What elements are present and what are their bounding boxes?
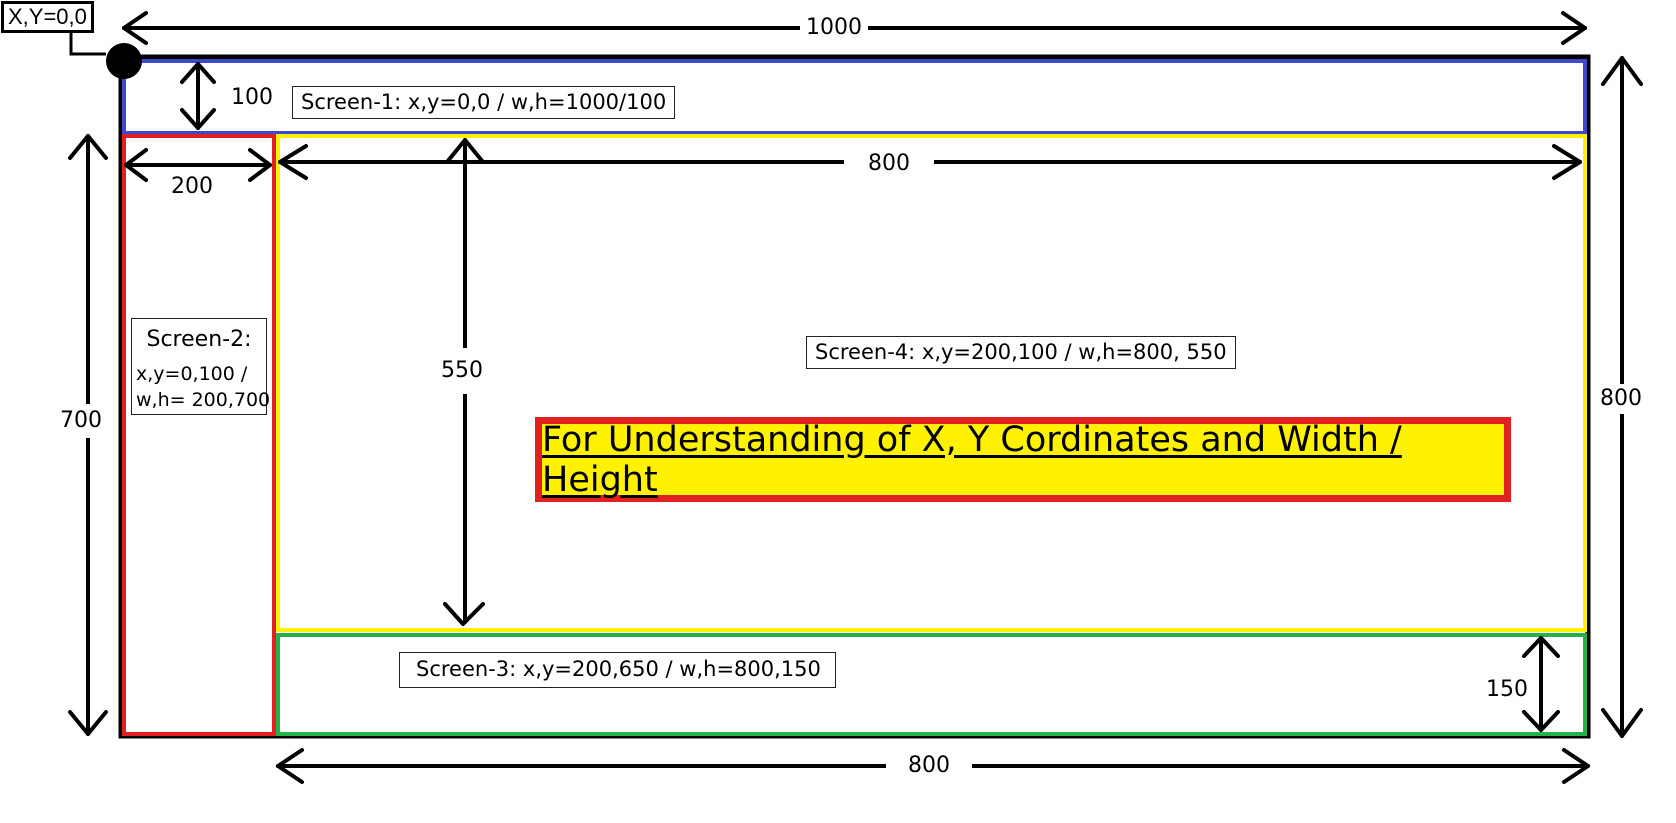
origin-leader-line	[69, 33, 106, 56]
diagram-title-banner: For Understanding of X, Y Cordinates and…	[535, 417, 1511, 502]
screen-3-height-label: 150	[1482, 679, 1532, 701]
screen-2-height-label: 700	[58, 404, 104, 438]
screen-3-height-arrow	[1522, 636, 1560, 732]
screen-2-width-arrow	[124, 148, 272, 182]
screen-4-label: Screen-4: x,y=200,100 / w,h=800, 550	[806, 336, 1236, 369]
screen-2-coords: x,y=0,100 /	[136, 363, 248, 385]
total-height-label: 800	[1598, 384, 1644, 414]
screen-2-box	[122, 134, 276, 736]
diagram-title: For Understanding of X, Y Cordinates and…	[542, 419, 1402, 500]
origin-dot	[106, 43, 142, 79]
origin-label: X,Y=0,0	[1, 1, 94, 33]
screen-2-width-label: 200	[167, 176, 217, 198]
screen-2-name: Screen-2:	[146, 327, 252, 352]
screen-1-height-arrow	[180, 62, 216, 130]
screen-2-size: w,h= 200,700	[136, 389, 271, 411]
screen-2-label: Screen-2: x,y=0,100 / w,h= 200,700	[131, 318, 271, 415]
screen-4-height-label: 550	[437, 348, 487, 394]
total-width-label: 1000	[800, 17, 868, 39]
screen-4-width-label: 800	[844, 153, 934, 175]
screen-1-label: Screen-1: x,y=0,0 / w,h=1000/100	[292, 86, 676, 119]
screen-4-box	[276, 134, 1587, 632]
screen-1-box	[122, 59, 1587, 135]
bottom-width-label: 800	[886, 755, 972, 777]
screen-3-box	[276, 633, 1587, 736]
screen-1-height-label: 100	[227, 87, 277, 109]
screen-3-label: Screen-3: x,y=200,650 / w,h=800,150	[399, 652, 836, 688]
